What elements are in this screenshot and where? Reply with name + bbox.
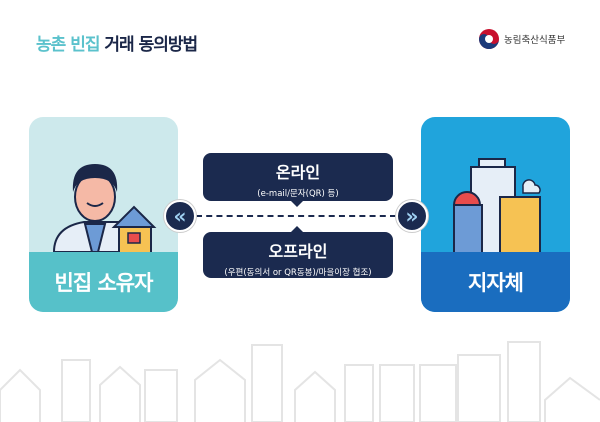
online-bubble: 온라인 (e-mail/문자(QR) 등)	[203, 153, 393, 207]
title-accent: 농촌 빈집	[36, 35, 100, 55]
offline-title: 오프라인	[268, 242, 328, 261]
city-skyline-background	[0, 341, 600, 422]
city-buildings-icon	[446, 158, 549, 254]
arrow-right-icon: »	[396, 200, 428, 232]
page-title: 농촌 빈집 거래 동의방법	[36, 30, 198, 55]
owner-with-house-icon	[52, 164, 157, 254]
arrow-left-icon: «	[164, 200, 196, 232]
online-title: 온라인	[275, 163, 321, 182]
offline-bubble: 오프라인 (우편(동의서 or QR동봉)/마을이장 협조)	[203, 226, 393, 278]
taegeuk-icon	[479, 29, 499, 49]
owner-card: 빈집 소유자	[29, 117, 178, 312]
dashed-connector	[196, 215, 396, 217]
ministry-name: 농림축산식품부	[504, 35, 566, 46]
offline-subtitle: (우편(동의서 or QR동봉)/마을이장 협조)	[224, 268, 372, 278]
ministry-logo: 농림축산식품부	[478, 28, 565, 50]
owner-label: 빈집 소유자	[29, 252, 178, 312]
title-main: 거래 동의방법	[104, 35, 198, 55]
local-government-card: 지자체	[421, 117, 570, 312]
online-subtitle: (e-mail/문자(QR) 등)	[257, 189, 339, 199]
local-government-label: 지자체	[421, 252, 570, 312]
